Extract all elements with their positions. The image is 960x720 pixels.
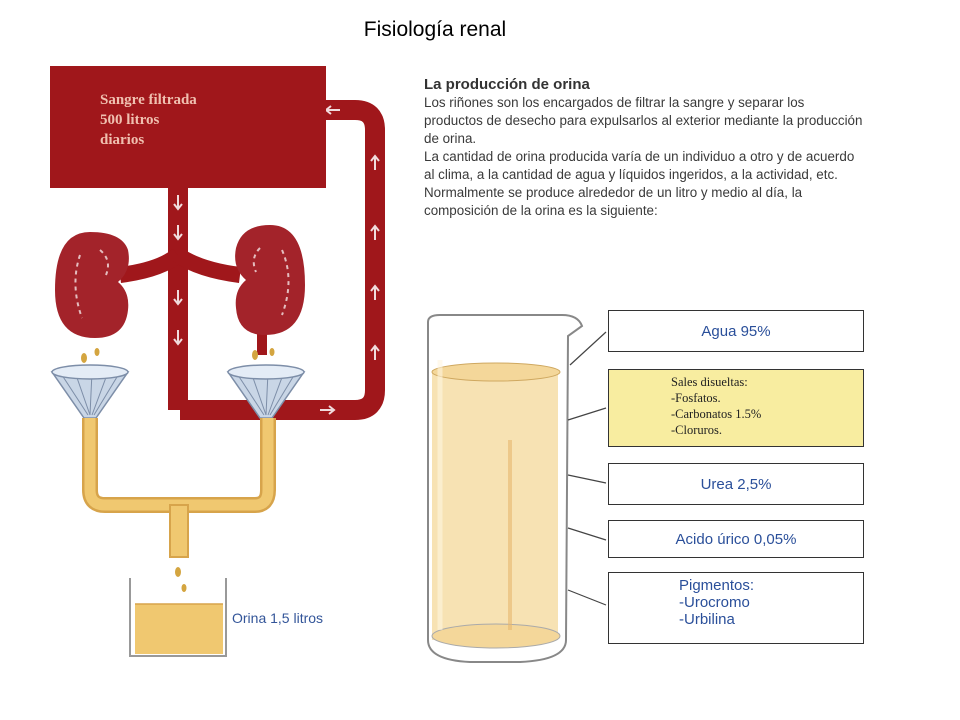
pigmentos-line: Pigmentos:	[679, 577, 755, 594]
urine-beaker	[129, 578, 227, 657]
drops	[81, 348, 275, 592]
pigmentos-line: -Urocromo	[679, 594, 750, 611]
blood-label-line: Sangre filtrada	[100, 92, 197, 108]
info-paragraph-1: Los riñones son los encargados de filtra…	[424, 95, 863, 146]
urine-tubes	[82, 418, 276, 513]
blood-label-line: 500 litros	[100, 112, 160, 128]
sales-box: Sales disueltas: -Fosfatos. -Carbonatos …	[608, 369, 864, 447]
urine-label: Orina 1,5 litros	[232, 610, 324, 626]
blood-box-label: Sangre filtrada 500 litros diarios	[100, 90, 300, 150]
left-branch	[118, 248, 184, 283]
left-kidney	[55, 232, 129, 338]
blood-label-line: diarios	[100, 132, 145, 148]
right-filter	[226, 364, 306, 419]
right-kidney	[235, 225, 305, 335]
graduated-cylinder	[427, 314, 584, 663]
urine-outlet	[169, 504, 189, 558]
pigmentos-line: -Urbilina	[679, 611, 735, 628]
agua-box: Agua 95%	[608, 310, 864, 352]
left-kidney-detail	[74, 249, 109, 319]
sales-line: -Fosfatos.	[671, 391, 721, 405]
right-branch	[173, 248, 242, 283]
info-title: La producción de orina	[424, 76, 590, 93]
acido-urico-box: Acido úrico 0,05%	[608, 520, 864, 558]
right-kidney-detail	[252, 247, 290, 316]
left-filter	[50, 364, 130, 419]
slide-title: Fisiología renal	[363, 18, 507, 41]
info-paragraph-2: La cantidad de orina producida varía de …	[424, 149, 855, 218]
pigmentos-box: Pigmentos: -Urocromo -Urbilina	[608, 572, 864, 644]
blood-box	[50, 66, 326, 188]
sales-line: -Cloruros.	[671, 423, 723, 437]
sales-line: Sales disueltas:	[671, 375, 748, 389]
return-vessel	[180, 100, 385, 420]
sales-line: -Carbonatos 1.5%	[671, 407, 762, 421]
urea-box: Urea 2,5%	[608, 463, 864, 505]
connector-lines	[567, 331, 607, 606]
info-panel: La producción de orina Los riñones son l…	[424, 76, 864, 220]
